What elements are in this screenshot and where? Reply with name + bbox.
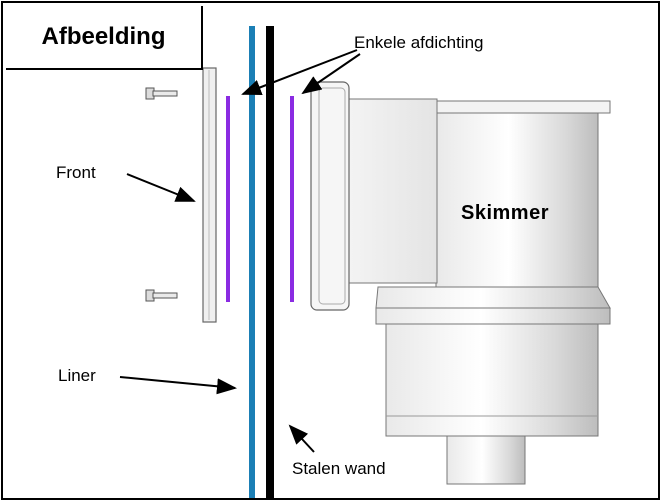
front-plate (202, 67, 217, 323)
seal-right (290, 96, 294, 302)
label-wall: Stalen wand (292, 459, 386, 478)
arrow-front (126, 173, 196, 202)
label-liner: Liner (58, 366, 96, 385)
label-front: Front (56, 163, 96, 182)
title-box: Afbeelding (6, 6, 203, 70)
arrow-wall (288, 424, 315, 453)
steel-wall (266, 26, 274, 498)
page-title: Afbeelding (41, 23, 166, 50)
seal-left (226, 96, 230, 302)
label-seal: Enkele afdichting (354, 33, 484, 52)
screw-top (145, 87, 178, 100)
arrow-seal-left (241, 49, 358, 95)
screw-bottom (145, 289, 178, 302)
label-skimmer: Skimmer (461, 202, 549, 224)
arrow-seal-right (301, 53, 361, 95)
liner (249, 26, 255, 498)
arrow-liner (119, 376, 237, 395)
skimmer-body (310, 81, 611, 485)
